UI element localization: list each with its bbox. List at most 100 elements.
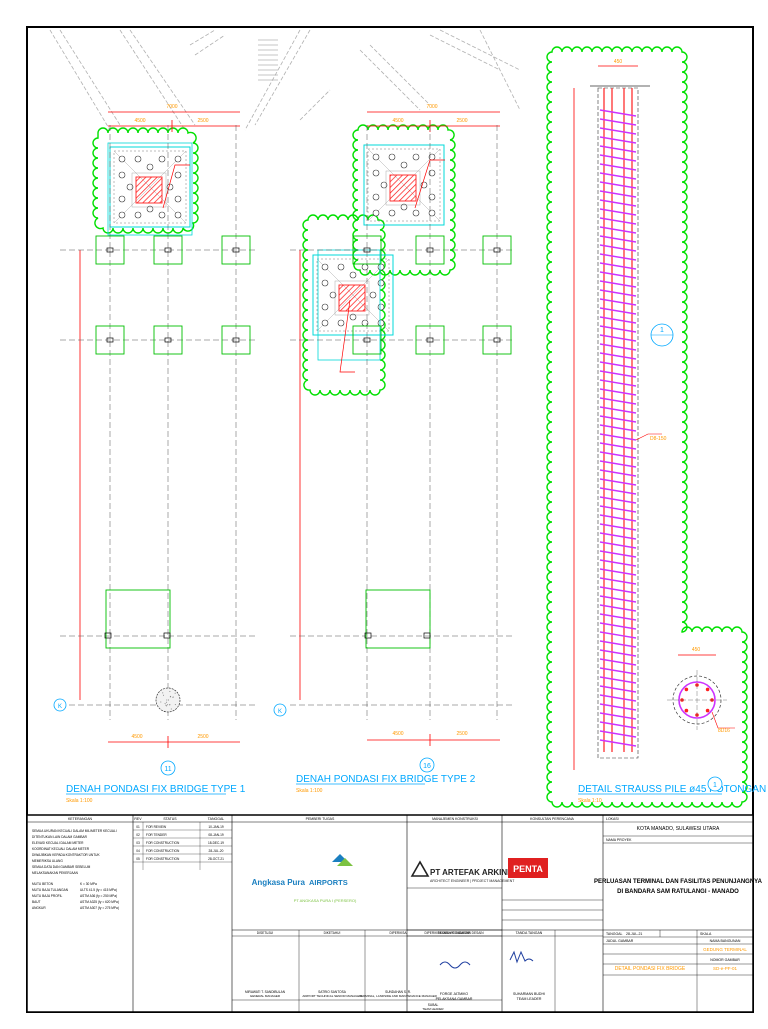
approval-header-2: DIPERIKSA: [389, 931, 407, 935]
spiral-4: [600, 146, 636, 152]
pier-2b-bolt-10: [322, 320, 328, 326]
spiral-43: [600, 497, 636, 503]
spiral-60: [600, 650, 636, 656]
spiral-39: [600, 461, 636, 467]
rev-header-date: TANGGAL: [208, 817, 225, 821]
pier-1-bolt-9: [175, 196, 181, 202]
pier-2b-bolt-3: [378, 264, 384, 270]
note-line-7: MELAKSANAKAN PEKERJAAN: [32, 871, 79, 875]
rev-number-2: 03: [136, 841, 140, 845]
stair-lines: [258, 40, 278, 80]
signer-role-3: TEAM LEADER: [422, 1007, 444, 1011]
title-block: KETERANGAN SEMUA UKURAN KECUALI DALAM MI…: [27, 815, 763, 1012]
spiral-42: [600, 488, 636, 494]
spiral-37: [600, 443, 636, 449]
section-bar-1: [706, 709, 710, 713]
spiral-25: [600, 335, 636, 341]
signer-role-1: AIRPORT TECHNICAL SENIOR MANAGER: [302, 994, 362, 998]
spiral-62: [600, 668, 636, 674]
spiral-31: [600, 389, 636, 395]
note-line-2: ELEVASI KECUALI DALAM METER: [32, 841, 84, 845]
pile-section-1-speck-13: [162, 692, 163, 693]
spiral-1: [600, 119, 636, 125]
pier-2b-bolt-5: [378, 280, 384, 286]
spec-value-3: ASTM A325 (fy = 620 MPa): [80, 900, 119, 904]
abutment-cap-1: [106, 590, 170, 648]
spiral-66: [600, 704, 636, 710]
rev-date-4: 28-OCT-21: [208, 857, 224, 861]
pier-1-bolt-1: [135, 156, 141, 162]
pile-section-1-speck-19: [175, 704, 176, 705]
spiral-26: [600, 344, 636, 350]
spiral-51: [600, 569, 636, 575]
main-bar-note: 8D16: [718, 728, 730, 734]
dim-pile-dia: 450: [614, 59, 623, 65]
pier-2a-bolt-0: [373, 154, 379, 160]
spiral-49: [600, 551, 636, 557]
pier-2a-bolt-14: [401, 162, 407, 168]
existing-building-lines: [50, 30, 520, 130]
plan2-scale: Skala 1:100: [296, 788, 323, 794]
spiral-69: [600, 731, 636, 737]
pier-1-bolt-3: [175, 156, 181, 162]
dim-bottom-right-1: 2500: [197, 734, 208, 740]
spiral-47: [600, 533, 636, 539]
category-value: GEDUNG TERMINAL: [703, 947, 747, 952]
note-line-1: DITENTUKAN LAIN DALAM GAMBAR: [32, 835, 88, 839]
rev-status-2: FOR CONSTRUCTION: [146, 841, 180, 845]
pile-section-1-speck-17: [160, 702, 161, 703]
spiral-0: [600, 110, 636, 116]
pier-1-bolt-10: [119, 212, 125, 218]
spiral-65: [600, 695, 636, 701]
pier-1-bolt-4: [119, 172, 125, 178]
rev-date-2: 18-DEC-19: [208, 841, 224, 845]
pier-2b-bolt-9: [378, 304, 384, 310]
approval-header-1: DIKETAHUI: [324, 931, 341, 935]
section-bar-7: [706, 688, 710, 692]
note-line-4: DIWAJIBKAN KEPADA KONTRAKTOR UNTUK: [32, 853, 100, 857]
spiral-29: [600, 371, 636, 377]
pier-1-bolt-11: [135, 212, 141, 218]
spiral-21: [600, 299, 636, 305]
owner-brand: Angkasa Pura: [252, 878, 306, 887]
spiral-33: [600, 407, 636, 413]
section-bubble-label: 1: [713, 782, 717, 789]
signer-role-2: TERMINAL, LANDSIDE AND MAINTENANCE MANAG…: [359, 994, 437, 998]
spiral-61: [600, 659, 636, 665]
pier-2b-bolt-7: [370, 292, 376, 298]
pier-2a-bolt-8: [373, 194, 379, 200]
grid-label-k-2: K: [278, 709, 282, 715]
consultant-subtitle: ARCHITECT ENGINEER | PROJECT MANAGEMENT: [430, 879, 515, 883]
spiral-6: [600, 164, 636, 170]
spiral-57: [600, 623, 636, 629]
spiral-7: [600, 173, 636, 179]
dim-bottom-right-2: 2500: [456, 731, 467, 737]
dim-bottom-left-1: 4500: [131, 734, 142, 740]
abutment-pile-2b: [424, 633, 430, 638]
number-value: SD-e-PF-01: [713, 966, 738, 971]
pier-1-bolt-14: [147, 164, 153, 170]
dim-right-2: 2500: [456, 118, 467, 124]
project-line-2: DI BANDARA SAM RATULANGI - MANADO: [617, 889, 739, 895]
drawn-role: PELAKSANA GAMBAR: [436, 997, 473, 1001]
spiral-58: [600, 632, 636, 638]
note-line-0: SEMUA UKURAN KECUALI DALAM MILIMETER KEC…: [32, 829, 117, 833]
pier-2b-bolt-8: [322, 304, 328, 310]
spiral-22: [600, 308, 636, 314]
spiral-38: [600, 452, 636, 458]
spiral-5: [600, 155, 636, 161]
section-bar-3: [685, 709, 689, 713]
spiral-17: [600, 263, 636, 269]
pile-section-1-speck-4: [169, 691, 170, 692]
spiral-67: [600, 713, 636, 719]
owner-brand-airports: AIRPORTS: [309, 878, 348, 887]
pile-section-1-speck-9: [166, 705, 167, 706]
dim-pile-section-dia: 450: [692, 647, 701, 653]
spiral-70: [600, 740, 636, 746]
pier-2a-bolt-1: [389, 154, 395, 160]
grid-label-16: 16: [423, 763, 431, 770]
rev-status-1: FOR TENDER: [146, 833, 167, 837]
rev-number-1: 02: [136, 833, 140, 837]
spiral-12: [600, 218, 636, 224]
